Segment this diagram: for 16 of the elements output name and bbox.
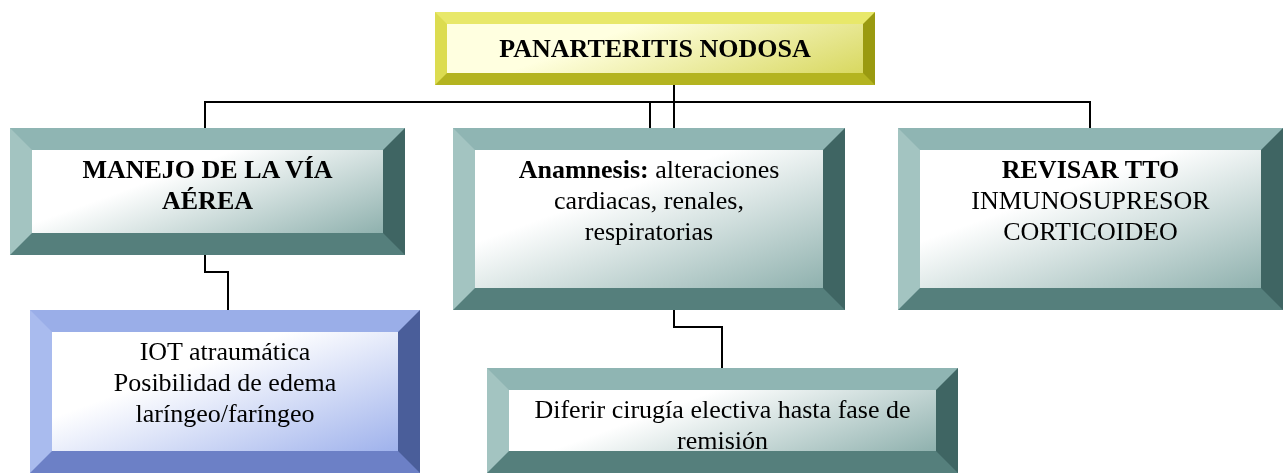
beveled-box xyxy=(10,128,405,255)
box-text: PANARTERITIS NODOSA xyxy=(499,32,811,65)
beveled-box xyxy=(30,310,420,473)
box-text: Diferir cirugía electiva hasta fase de remisión xyxy=(533,394,912,457)
connector-line xyxy=(204,254,229,311)
connector-line xyxy=(673,309,723,369)
beveled-box xyxy=(453,128,845,310)
box-text: REVISAR TTO xyxy=(1001,154,1180,186)
box-text: Anamnesis: alteraciones cardiacas, renales, respiratorias xyxy=(517,154,781,248)
box-text: IOT atraumática xyxy=(139,336,311,368)
beveled-box xyxy=(435,12,875,85)
box-text: INMUNOSUPRESOR CORTICOIDEO xyxy=(970,185,1211,248)
beveled-box xyxy=(898,128,1283,310)
box-text: Posibilidad de edema laríngeo/faríngeo xyxy=(112,367,338,430)
beveled-box xyxy=(487,368,958,473)
box-text: MANEJO DE LA VÍA AÉREA xyxy=(81,154,334,217)
